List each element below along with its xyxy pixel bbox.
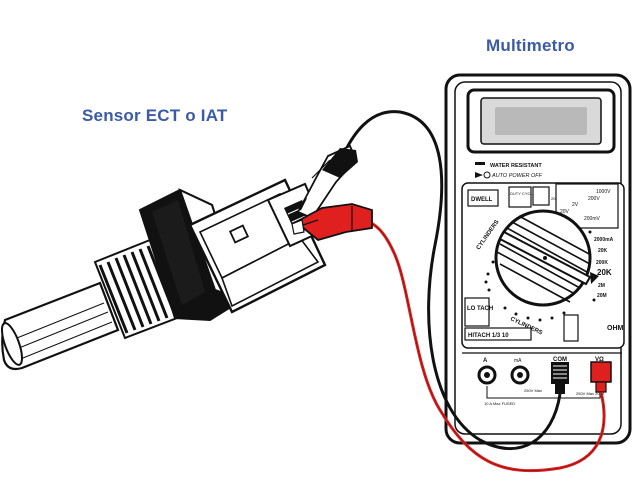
fuse-label-mid: 250V Max bbox=[524, 388, 542, 393]
dial-label-20v: 20V bbox=[560, 209, 570, 215]
lo-tach-box bbox=[464, 297, 490, 327]
water-resistant-label: WATER RESISTANT bbox=[490, 163, 542, 169]
black-alligator-clip-icon bbox=[296, 144, 358, 220]
temperature-sensor-icon bbox=[1, 178, 327, 371]
dial-pointer-arrow bbox=[590, 272, 599, 284]
multimeter-icon: WATER RESISTANT AUTO POWER OFF DWELL DUT… bbox=[444, 73, 632, 445]
dial-label-20m: 20M bbox=[597, 293, 607, 299]
jack-label-com: COM bbox=[553, 357, 567, 363]
jack-label-amp: A bbox=[483, 358, 488, 364]
power-circle-icon bbox=[483, 171, 491, 179]
display-digits bbox=[495, 107, 587, 135]
dial-ticks bbox=[484, 230, 596, 322]
dial-label-ohm: OHM bbox=[607, 325, 624, 332]
fuse-label-left: 10 A Max FUSED bbox=[484, 401, 515, 406]
power-arrow-icon bbox=[475, 172, 483, 178]
auto-power-off-label: AUTO POWER OFF bbox=[491, 173, 543, 179]
dial-label-20k-selected: 20K bbox=[597, 268, 612, 277]
dc-box bbox=[563, 314, 579, 342]
dial-label-200v: 200V bbox=[588, 196, 600, 202]
black-probe-plug bbox=[551, 362, 569, 394]
volt-ac-box bbox=[532, 186, 550, 206]
dial-center bbox=[543, 256, 547, 260]
multimeter-caption: Multimetro bbox=[486, 36, 575, 55]
jack-label-ma: mA bbox=[514, 358, 522, 364]
dial-label-20k-upper: 20K bbox=[598, 248, 608, 254]
black-test-lead bbox=[340, 110, 562, 451]
hi-tach-box bbox=[464, 327, 532, 341]
dial-label-200mv: 200mV bbox=[584, 216, 601, 222]
dial-label-2m: 2M bbox=[598, 283, 605, 289]
water-resistant-bar bbox=[475, 162, 485, 165]
sensor-shaft-shading bbox=[11, 302, 113, 361]
connector-latch bbox=[228, 224, 250, 244]
jack-label-volt-ohm: VΩ bbox=[595, 357, 604, 363]
dial-label-dwell: DWELL bbox=[471, 197, 493, 203]
dial-label-200k: 200K bbox=[596, 260, 608, 266]
dwell-box bbox=[467, 189, 499, 207]
dial-label-duty-cycle: DUTY CYCLE bbox=[510, 191, 536, 196]
sensor-connector bbox=[188, 178, 327, 314]
dial-label-2v: 2V bbox=[572, 202, 579, 208]
duty-cycle-box bbox=[508, 186, 532, 208]
dial-label-hi-tach: HITACH 1/3 10 bbox=[468, 333, 509, 339]
dial-label-lo-tach: LO TACH bbox=[467, 306, 493, 312]
selector-dial[interactable] bbox=[494, 209, 599, 307]
dial-label-1000v: 1000V bbox=[596, 189, 611, 195]
sensor-caption: Sensor ECT o IAT bbox=[82, 106, 228, 125]
fuse-label-right: 250V Max 20 M bbox=[576, 391, 604, 396]
red-alligator-clip-icon bbox=[291, 203, 373, 241]
dial-label-2000ma: 2000mA bbox=[594, 237, 614, 243]
